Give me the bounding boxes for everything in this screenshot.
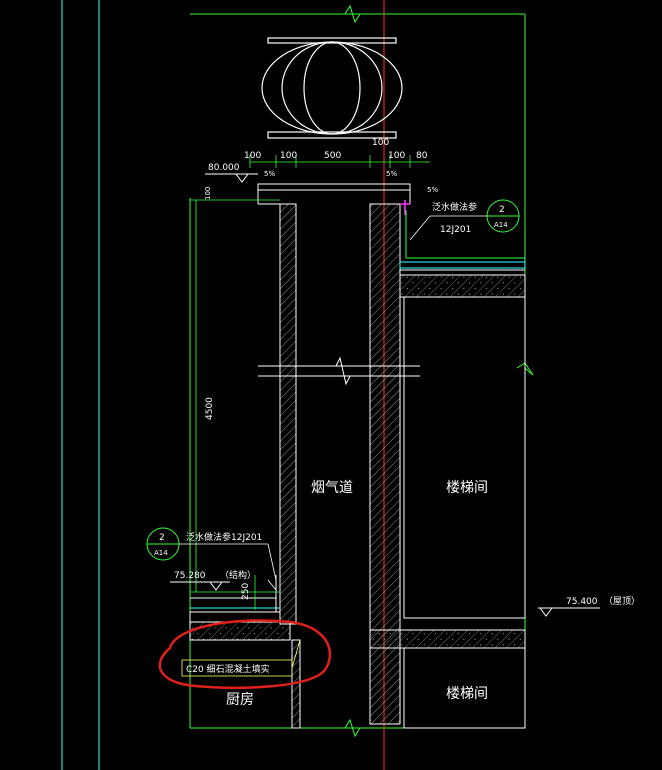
dim-wall-height: 250 [241, 583, 251, 600]
dim-top-5: 100 [388, 151, 405, 161]
dim-top-4: 100 [372, 138, 389, 148]
room-label-stair-upper: 楼梯间 [446, 480, 488, 496]
flashing-note-right-ref: 12J201 [440, 225, 471, 235]
fill-note: C20 细石混凝土填实 [186, 663, 270, 675]
flue-wall-left [279, 203, 297, 625]
elevation-top: 80.000 [208, 163, 240, 173]
floor-slab-lower [369, 629, 526, 649]
detail-ref-left-sheet: A14 [154, 549, 168, 557]
detail-ref-right-sheet: A14 [494, 221, 508, 229]
red-highlight-circle [158, 619, 332, 689]
chimney-top-cap [257, 183, 411, 205]
slope-label-right: 5% [386, 170, 397, 178]
room-label-kitchen: 厨房 [226, 692, 254, 708]
leader-lines [179, 215, 487, 591]
dim-top-1: 100 [244, 151, 261, 161]
detail-ref-left-num: 2 [159, 533, 165, 543]
flashing-note-right: 泛水做法参 [432, 201, 477, 213]
spherical-ventilator-cap-icon [261, 37, 403, 139]
dim-left-top: 100 [204, 187, 212, 200]
roof-layer-cyan [399, 261, 526, 269]
elevation-roof-left: 75.280 [174, 571, 206, 581]
slope-label-left: 5% [264, 170, 275, 178]
fill-leader [181, 639, 301, 677]
detail-ref-right-num: 2 [499, 205, 505, 215]
dim-top-3: 500 [324, 151, 341, 161]
room-label-flue: 烟气道 [311, 480, 353, 496]
elevation-roof-right-note: （屋顶） [604, 596, 640, 607]
roof-slab-upper [399, 274, 526, 298]
top-dimensions: 100 100 500 100 100 80 [244, 138, 428, 161]
dimension-lines [190, 155, 430, 610]
dim-top-2: 100 [280, 151, 297, 161]
break-line-symbol [344, 4, 534, 738]
slope-label-roof: 5% [427, 186, 438, 194]
dim-top-6: 80 [416, 151, 428, 161]
room-label-stair-lower: 楼梯间 [446, 686, 488, 702]
left-roof-slab [189, 621, 291, 641]
flue-break-lines [258, 356, 420, 386]
room-outlines [403, 296, 526, 729]
detail-index-circle-icon [146, 199, 520, 561]
elevation-marker-icon [170, 173, 600, 617]
flashing-green [405, 210, 525, 259]
elevation-roof-right: 75.400 [566, 597, 598, 607]
flashing-mark [400, 200, 410, 215]
flashing-note-left: 泛水做法参12J201 [186, 531, 262, 543]
structure-note: （结构） [220, 569, 256, 581]
dim-vertical-4500: 4500 [205, 397, 215, 420]
